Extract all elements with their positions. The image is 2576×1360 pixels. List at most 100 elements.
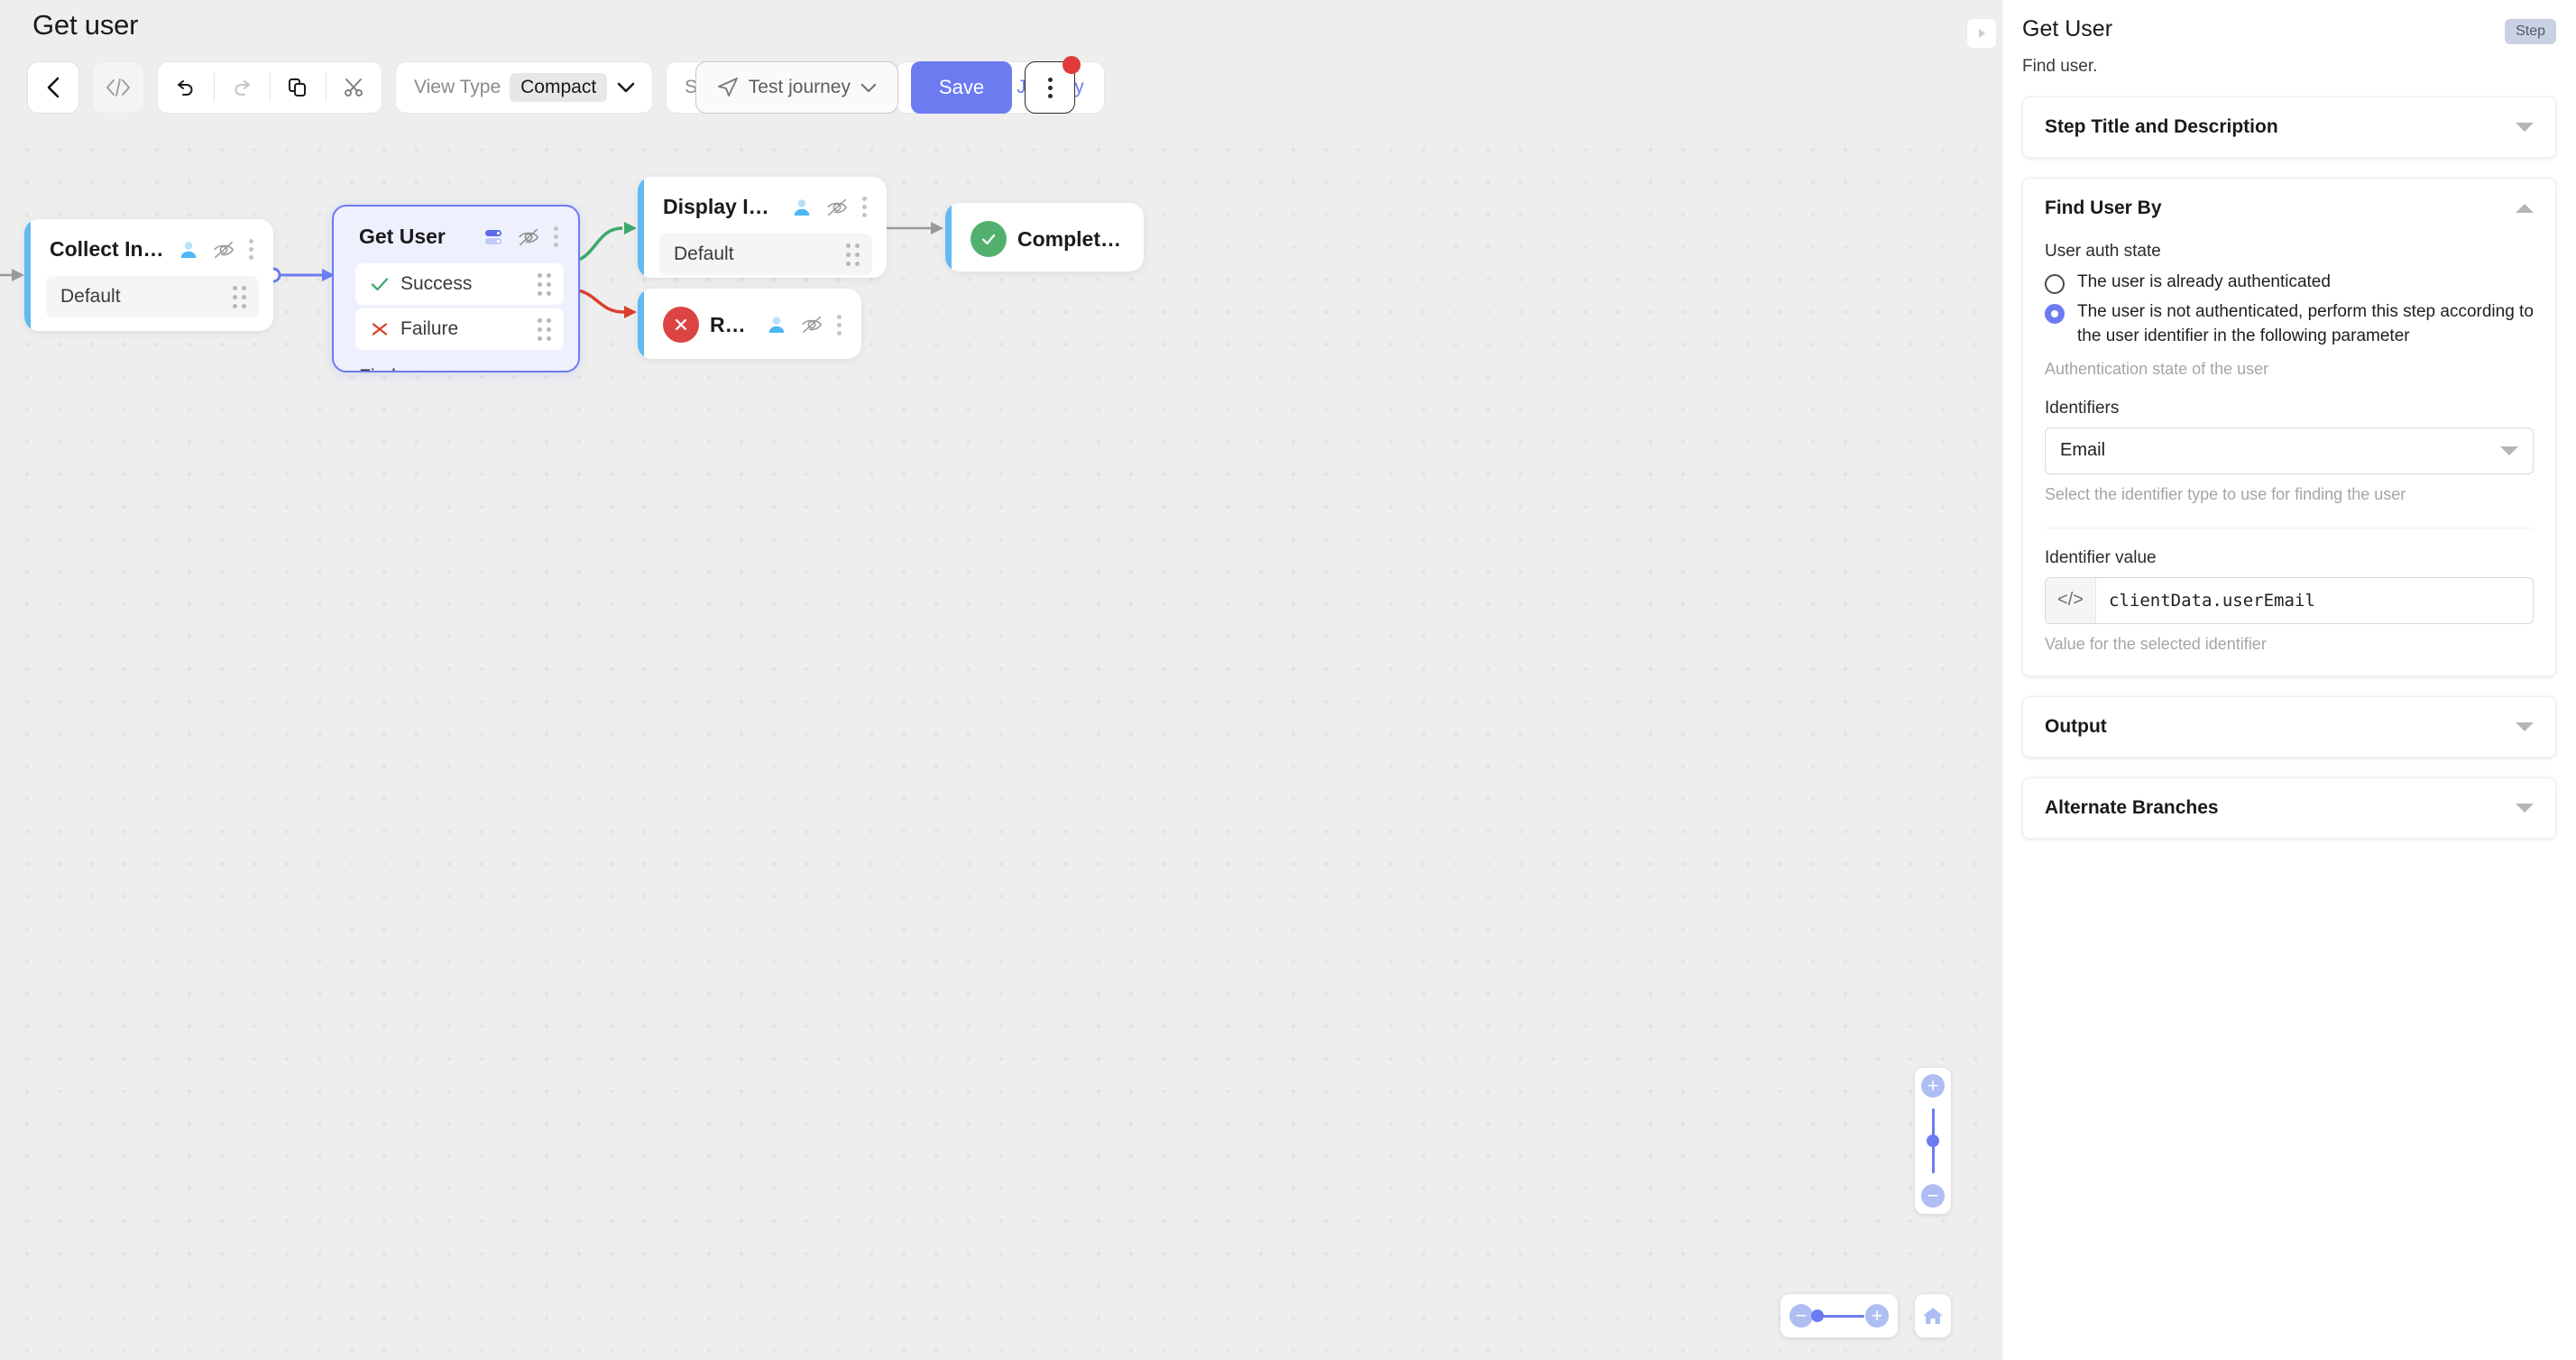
back-button[interactable] [27,61,79,114]
node-description: Find user. [334,354,578,371]
node-get-user[interactable]: Get User [332,205,580,372]
redo-button[interactable] [214,61,270,114]
node-collect-information[interactable]: Collect Information [24,219,273,331]
node-description: Complete the Journey with a rejecti… [638,354,861,359]
undo-button[interactable] [158,61,214,114]
eye-off-icon[interactable] [801,315,823,335]
accordion-output: Output [2022,695,2556,758]
panel-title: Get User [2022,16,2113,41]
kebab-icon[interactable] [249,239,253,260]
node-header: Reject Access [638,289,861,354]
zoom-slider-knob-h[interactable] [1811,1309,1824,1322]
user-icon[interactable] [767,315,787,335]
drag-handle-icon[interactable] [846,243,860,266]
chevron-down-icon[interactable] [2516,721,2534,731]
radio-option-not-authenticated[interactable]: The user is not authenticated, perform t… [2045,300,2534,349]
accordion-title: Step Title and Description [2045,116,2278,137]
zoom-vertical-control[interactable]: + − [1915,1068,1951,1214]
chevron-down-icon[interactable] [2516,123,2534,132]
check-circle-icon [971,221,1007,257]
user-auth-state-label: User auth state [2045,242,2161,261]
node-reject-access[interactable]: Reject Access [638,289,861,359]
radio-button[interactable] [2045,274,2065,294]
panel-collapse-toggle[interactable] [1966,18,1997,49]
code-brackets-icon: </> [2046,577,2096,623]
code-brackets-icon [106,78,130,96]
copy-button[interactable] [270,61,326,114]
radio-label: The user is already authenticated [2077,272,2331,291]
user-icon[interactable] [179,240,198,260]
view-type-select[interactable]: View Type Compact [395,61,654,114]
zoom-in-button[interactable]: + [1921,1074,1945,1098]
redo-icon [235,80,250,96]
node-display-information[interactable]: Display Information [638,177,887,278]
zoom-slider-knob[interactable] [1927,1135,1939,1147]
eye-off-icon[interactable] [826,198,848,217]
identifiers-select[interactable]: Email [2045,427,2534,474]
kebab-icon [1047,77,1053,98]
panel-header: Get User Step [2022,0,2556,44]
node-branch-success[interactable]: Success [355,263,564,305]
kebab-icon[interactable] [862,197,867,217]
node-port-default[interactable]: Default [659,234,872,275]
accordion-header[interactable]: Step Title and Description [2023,97,2555,157]
zoom-horizontal-control[interactable]: − + [1780,1294,1898,1337]
radio-option-authenticated[interactable]: The user is already authenticated [2045,271,2534,295]
radio-label: The user is not authenticated, perform t… [2077,301,2534,345]
zoom-out-button[interactable]: − [1921,1184,1945,1208]
fit-to-view-button[interactable] [1915,1294,1951,1337]
edge-layer [0,221,943,318]
node-title: Get User [359,225,446,248]
journey-canvas[interactable]: Collect Information [0,126,1986,1360]
check-glyph-icon [981,234,996,245]
eye-off-icon[interactable] [518,227,539,247]
node-header: Complete Journ… [945,203,1144,268]
toggle-rows-icon[interactable] [483,227,503,247]
test-journey-button[interactable]: Test journey [695,61,898,114]
undo-icon [178,80,193,96]
chevron-up-icon[interactable] [2516,204,2534,213]
identifier-value-input[interactable] [2096,577,2533,623]
zoom-out-button-h[interactable]: − [1789,1304,1813,1328]
node-icon-group [767,314,842,335]
node-port-default[interactable]: Default [46,276,259,317]
kebab-icon[interactable] [554,226,558,247]
drag-handle-icon[interactable] [538,317,551,341]
drag-handle-icon[interactable] [233,285,246,308]
node-header: Collect Information [24,219,273,272]
identifier-value-label: Identifier value [2045,547,2157,567]
accordion-step-title-and-description: Step Title and Description [2022,96,2556,158]
node-complete-journey[interactable]: Complete Journ… Flag this Journey as suc… [945,203,1144,271]
user-icon[interactable] [792,198,812,217]
view-type-value: Compact [510,73,608,102]
node-title: Complete Journ… [1017,226,1124,251]
accordion-header[interactable]: Output [2023,697,2555,757]
play-triangle-icon [1979,29,1985,38]
radio-button[interactable] [2045,303,2065,324]
zoom-in-button-h[interactable]: + [1865,1304,1889,1328]
identifier-value-field[interactable]: </> [2045,576,2534,624]
node-branch-failure[interactable]: Failure [355,308,564,350]
node-description: Flag this Journey as succes [945,268,1144,271]
panel-subtitle: Find user. [2022,57,2098,76]
cut-button[interactable] [326,61,382,114]
view-type-label: View Type [414,77,501,97]
history-tools-group [157,61,382,114]
chevron-down-icon[interactable] [2516,803,2534,813]
zoom-slider-vertical[interactable] [1927,1108,1939,1173]
save-button[interactable]: Save [911,61,1012,114]
code-view-button[interactable] [92,61,144,114]
more-options-button[interactable] [1025,56,1081,114]
chevron-down-icon [860,83,877,92]
zoom-slider-horizontal[interactable] [1811,1309,1864,1322]
drag-handle-icon[interactable] [538,272,551,296]
node-header: Display Information [638,177,887,230]
accordion-header[interactable]: Find User By [2023,179,2555,238]
kebab-icon[interactable] [837,314,842,335]
node-description: Collect information from users. [24,321,273,331]
node-icon-group [792,197,867,217]
accordion-header[interactable]: Alternate Branches [2023,778,2555,838]
eye-off-icon[interactable] [213,240,235,260]
chevron-down-icon[interactable] [2500,446,2518,455]
branch-label: Failure [400,318,459,339]
